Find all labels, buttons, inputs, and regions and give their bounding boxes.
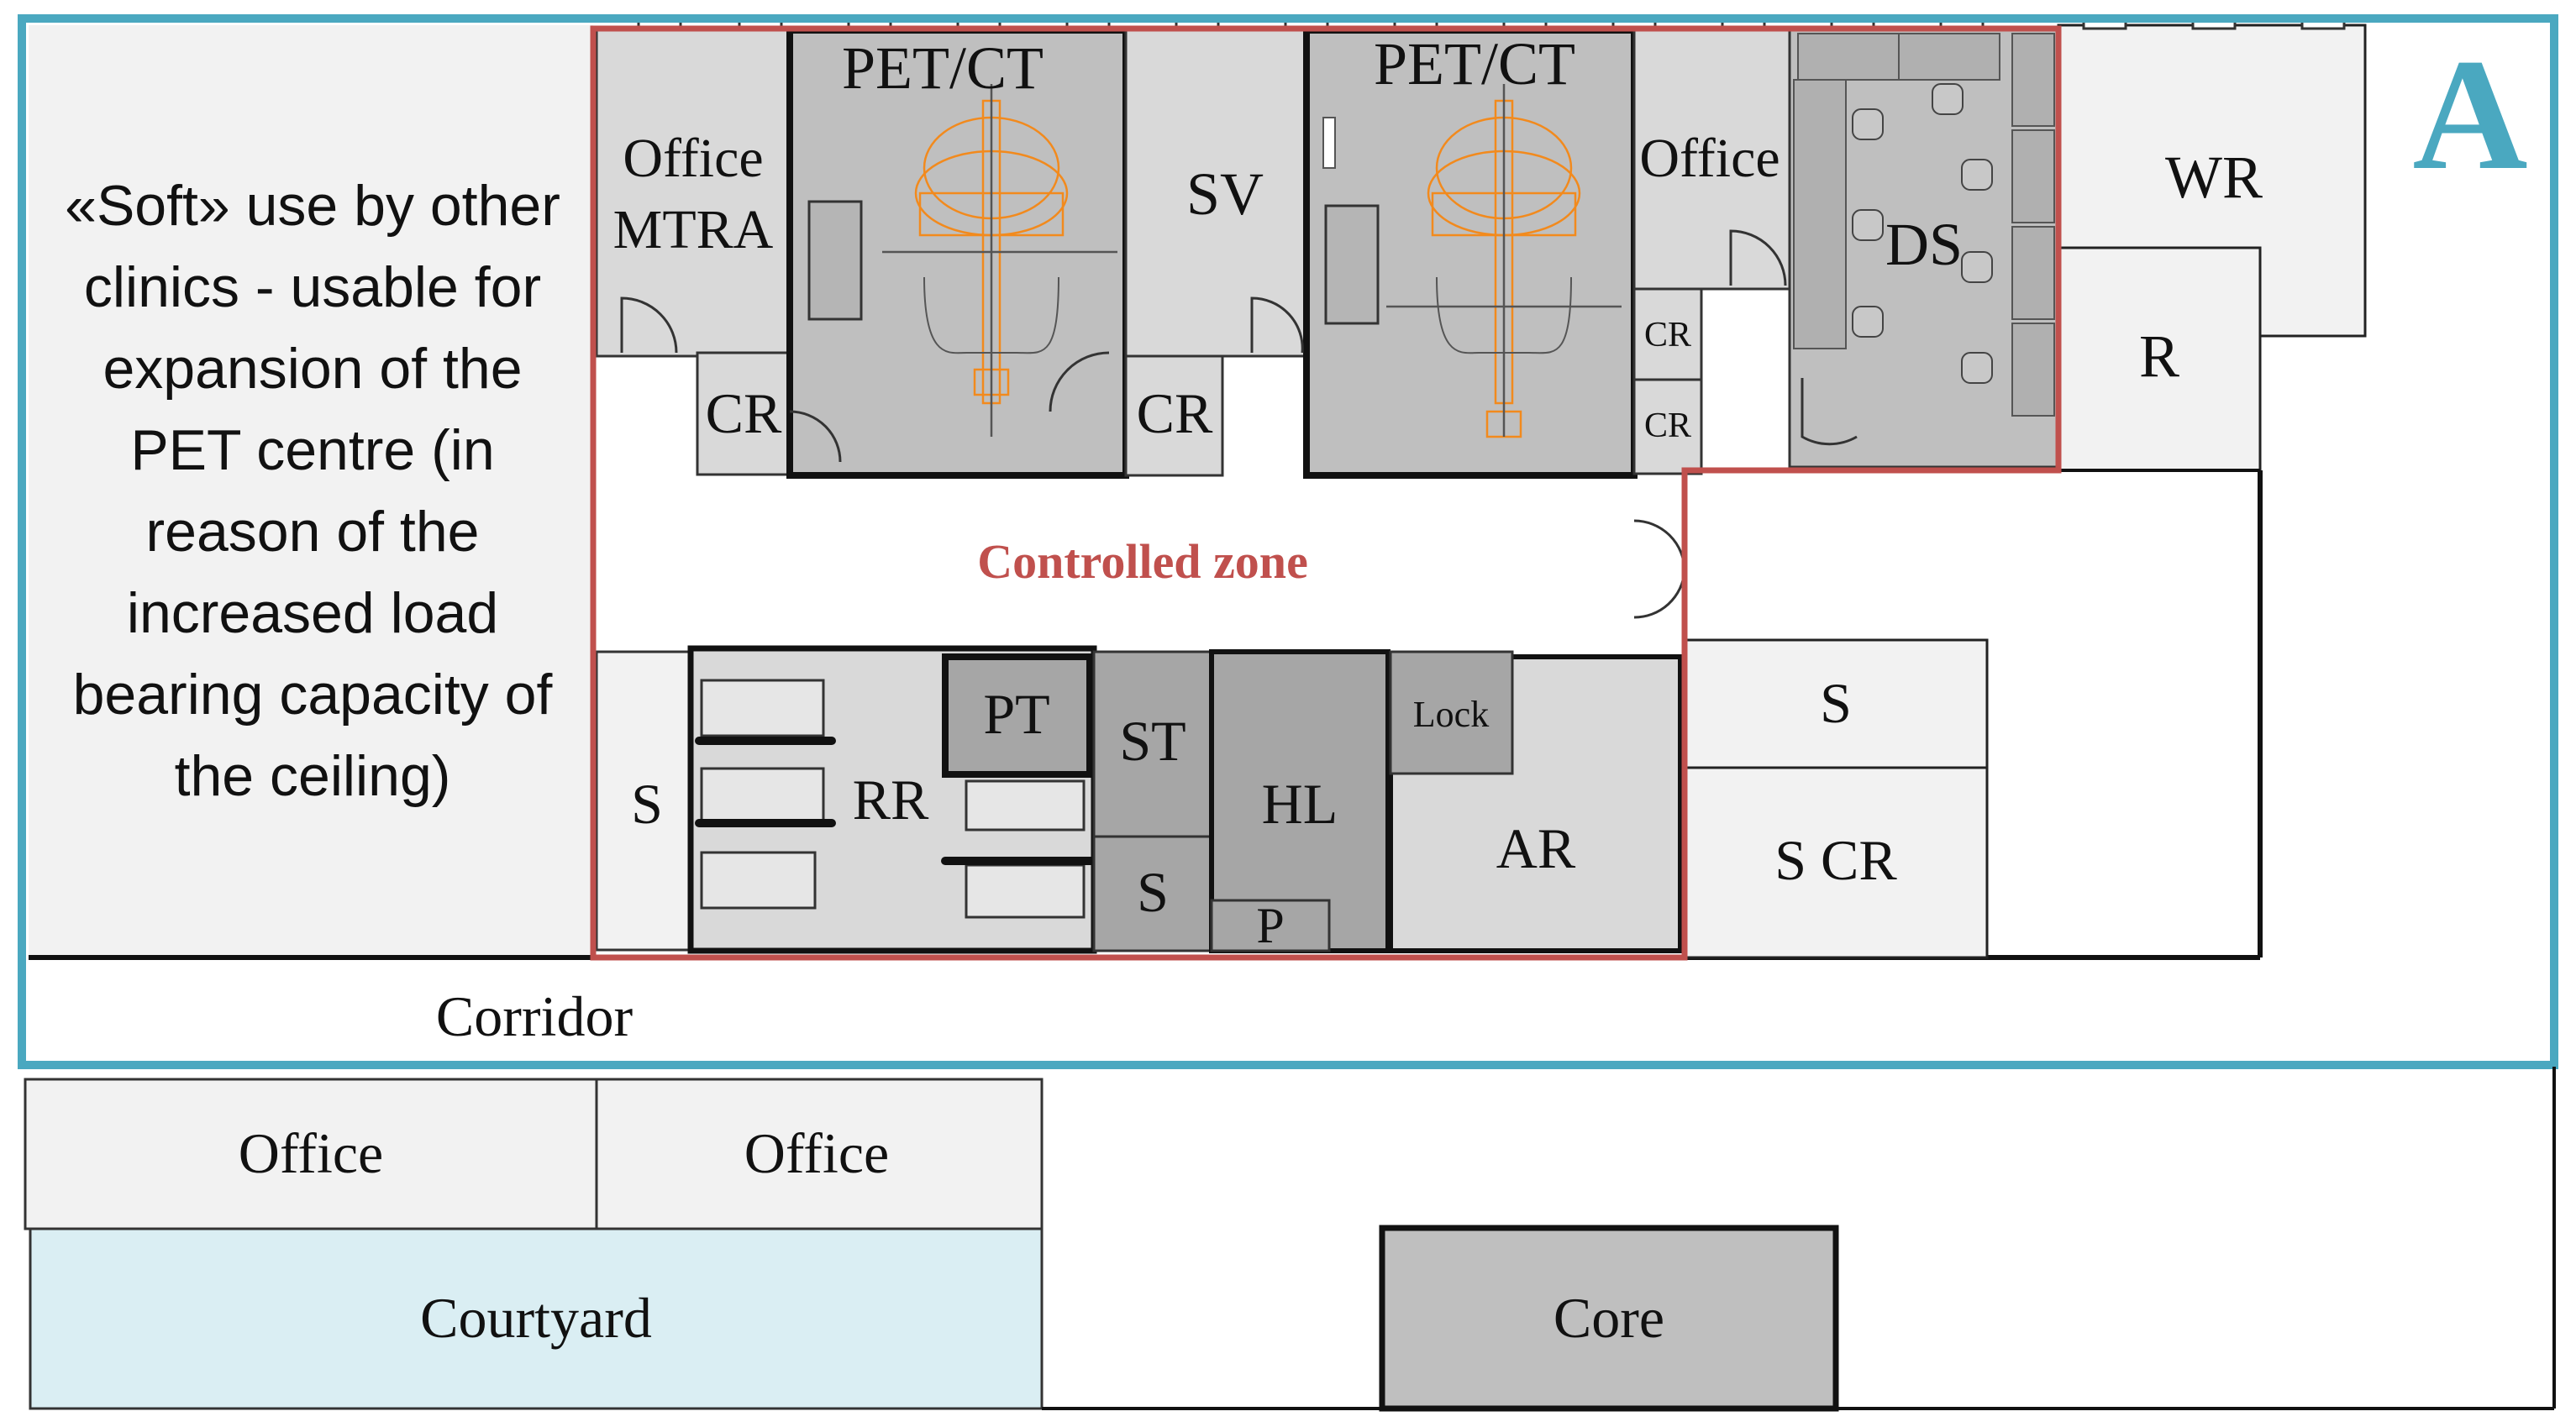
note-line: reason of the	[146, 500, 480, 564]
rr-fixtures	[700, 679, 1086, 919]
soft-use-note: «Soft» use by other clinics - usable for…	[65, 174, 560, 808]
pet-ct-scanner-1	[882, 84, 1117, 437]
label-lock: Lock	[1413, 694, 1489, 735]
label-courtyard: Courtyard	[420, 1286, 652, 1350]
room-s-right	[1683, 638, 1989, 769]
note-line: «Soft» use by other	[65, 174, 560, 238]
note-line: PET centre (in	[130, 418, 494, 482]
note-line: clinics - usable for	[84, 255, 541, 319]
label-s-left: S	[631, 772, 663, 836]
room-p	[1210, 899, 1331, 952]
room-cr-2	[1124, 354, 1224, 477]
room-cr-1	[696, 351, 791, 476]
room-core	[1379, 1225, 1839, 1412]
label-cr-2: CR	[1137, 381, 1213, 445]
label-pet-ct-2: PET/CT	[1374, 30, 1575, 97]
label-corridor: Corridor	[436, 984, 633, 1048]
note-line: expansion of the	[103, 337, 522, 401]
lower-building-walls	[1042, 1067, 2556, 1410]
label-core: Core	[1553, 1286, 1664, 1350]
courtyard	[29, 1227, 1044, 1410]
room-office-bottom-2	[595, 1078, 1044, 1230]
label-s-right: S	[1820, 671, 1852, 735]
label-office-bottom-2: Office	[744, 1121, 889, 1185]
room-st	[1092, 650, 1213, 838]
ds-furniture	[1793, 33, 2055, 417]
note-line: increased load	[127, 581, 498, 645]
label-cr-1: CR	[706, 381, 782, 445]
section-outline	[18, 14, 2558, 1069]
pet-ct-consoles	[807, 200, 1380, 325]
label-p: P	[1256, 898, 1284, 953]
label-office-3: Office	[1639, 128, 1780, 189]
room-cr-3	[1632, 287, 1703, 381]
label-pet-ct-1: PET/CT	[842, 34, 1044, 102]
label-office-mtra-2: MTRA	[613, 199, 774, 260]
label-pt: PT	[983, 682, 1049, 746]
label-office-mtra-1: Office	[623, 128, 763, 189]
room-office-mtra	[595, 29, 791, 358]
label-rr: RR	[853, 768, 929, 832]
label-ds: DS	[1885, 211, 1963, 278]
ds-chairs	[1852, 83, 1993, 384]
rr-partitions	[695, 737, 1096, 865]
label-sv: SV	[1186, 160, 1264, 228]
door-swings	[620, 229, 1858, 626]
controlled-zone-label: Controlled zone	[977, 534, 1308, 589]
room-office-bottom-1	[24, 1078, 598, 1230]
note-line: bearing capacity of	[73, 663, 553, 727]
room-sv	[1124, 29, 1308, 358]
room-cr-4	[1632, 378, 1703, 475]
label-hl: HL	[1262, 772, 1338, 836]
pet-ct-room-outlines	[923, 117, 1572, 354]
label-s-cr: S CR	[1774, 828, 1897, 892]
label-st: ST	[1119, 709, 1185, 773]
label-ar: AR	[1496, 816, 1576, 880]
label-wr: WR	[2165, 144, 2263, 211]
label-cr-3: CR	[1644, 316, 1691, 354]
room-r	[2057, 246, 2262, 472]
room-lock	[1389, 650, 1514, 775]
label-s-mid: S	[1137, 860, 1169, 924]
note-line: the ceiling)	[175, 744, 451, 808]
label-office-bottom-1: Office	[239, 1121, 383, 1185]
label-r: R	[2139, 323, 2179, 390]
label-cr-4: CR	[1644, 407, 1691, 445]
controlled-zone-outline	[590, 25, 2062, 961]
section-letter: A	[2412, 27, 2527, 203]
pet-ct-scanner-2	[1386, 84, 1622, 438]
soft-use-area	[29, 25, 593, 957]
room-pt	[942, 653, 1093, 778]
